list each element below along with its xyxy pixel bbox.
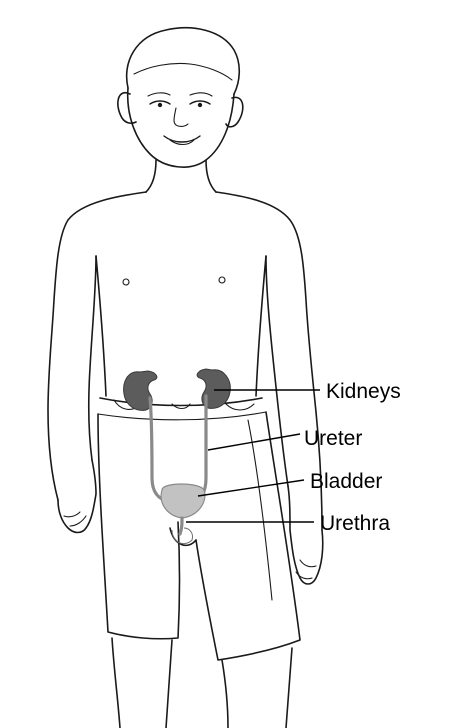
neck-right	[206, 160, 216, 192]
ureter-label: Ureter	[304, 427, 362, 450]
left-leg-inner	[166, 640, 172, 728]
right-inner-arm	[266, 256, 288, 486]
shorts-left-leg	[98, 414, 180, 639]
right-leg	[286, 648, 292, 728]
urethra-label: Urethra	[320, 512, 390, 535]
right-kidney	[197, 369, 230, 408]
torso-right	[256, 256, 266, 396]
right-pupil	[198, 103, 202, 107]
ureter-leader	[208, 434, 300, 450]
right-brow	[190, 93, 212, 96]
right-fingers	[296, 560, 316, 579]
left-brow	[148, 93, 170, 96]
boy-figure	[48, 28, 323, 728]
left-fingers	[64, 512, 86, 526]
bladder	[161, 484, 205, 518]
labels: Kidneys Ureter Bladder Urethra	[304, 380, 401, 535]
left-pupil	[158, 103, 162, 107]
right-nipple	[219, 277, 225, 283]
shorts-waistband-bottom	[98, 412, 266, 420]
head	[128, 88, 234, 167]
shorts-drawstring-right	[226, 404, 254, 410]
left-shoulder-arm	[48, 192, 146, 500]
bladder-label: Bladder	[310, 470, 382, 493]
urinary-organs	[124, 369, 231, 544]
left-hand	[58, 460, 96, 533]
shorts-waistband	[100, 398, 262, 406]
left-nipple	[123, 279, 129, 285]
nose	[174, 108, 188, 126]
left-leg	[112, 638, 120, 728]
torso-left	[96, 256, 106, 396]
shorts-fold	[248, 420, 272, 600]
neck-left	[146, 160, 156, 192]
hair-fringe	[134, 63, 232, 80]
mouth	[164, 136, 200, 142]
left-inner-arm	[89, 256, 96, 460]
right-hand	[288, 486, 323, 584]
hair	[127, 28, 240, 94]
right-leg-inner	[222, 660, 228, 728]
urethra	[180, 518, 182, 534]
right-shoulder-arm	[216, 192, 322, 530]
kidneys-label: Kidneys	[326, 380, 401, 403]
